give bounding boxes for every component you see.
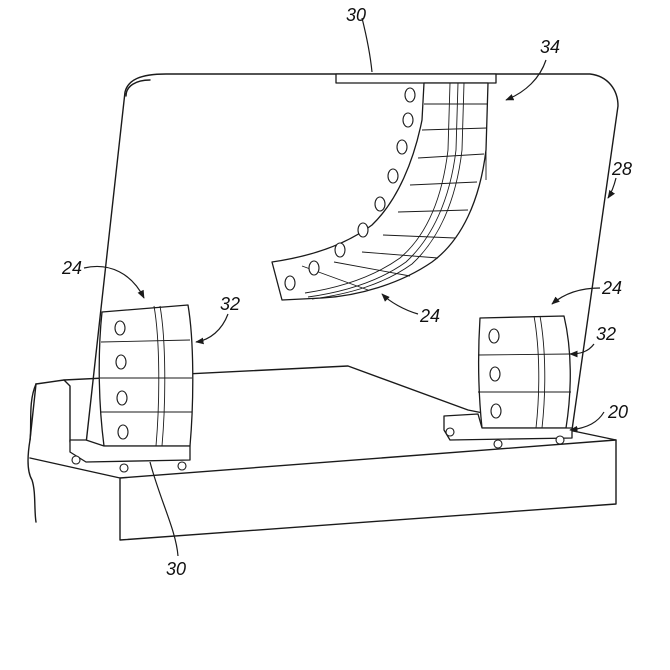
leader-lines (83, 17, 617, 557)
label-32-left: 32 (220, 294, 240, 314)
label-28: 28 (611, 159, 632, 179)
label-30-top: 30 (346, 5, 366, 25)
top-mounting-plate (335, 73, 497, 84)
label-24-center: 24 (419, 306, 440, 326)
right-dolly (443, 413, 573, 449)
right-cabinet-stack (477, 315, 571, 429)
label-34: 34 (540, 37, 560, 57)
left-cabinet-stack (98, 304, 194, 447)
label-30-bottom: 30 (166, 559, 186, 579)
stage-platform (27, 365, 617, 541)
left-dolly (69, 439, 191, 473)
label-20: 20 (607, 402, 628, 422)
label-24-right: 24 (601, 278, 622, 298)
reference-numerals: 30 34 28 24 32 24 24 32 20 30 (61, 5, 632, 579)
label-32-right: 32 (596, 324, 616, 344)
center-line-array (271, 82, 489, 301)
label-24-left: 24 (61, 258, 82, 278)
